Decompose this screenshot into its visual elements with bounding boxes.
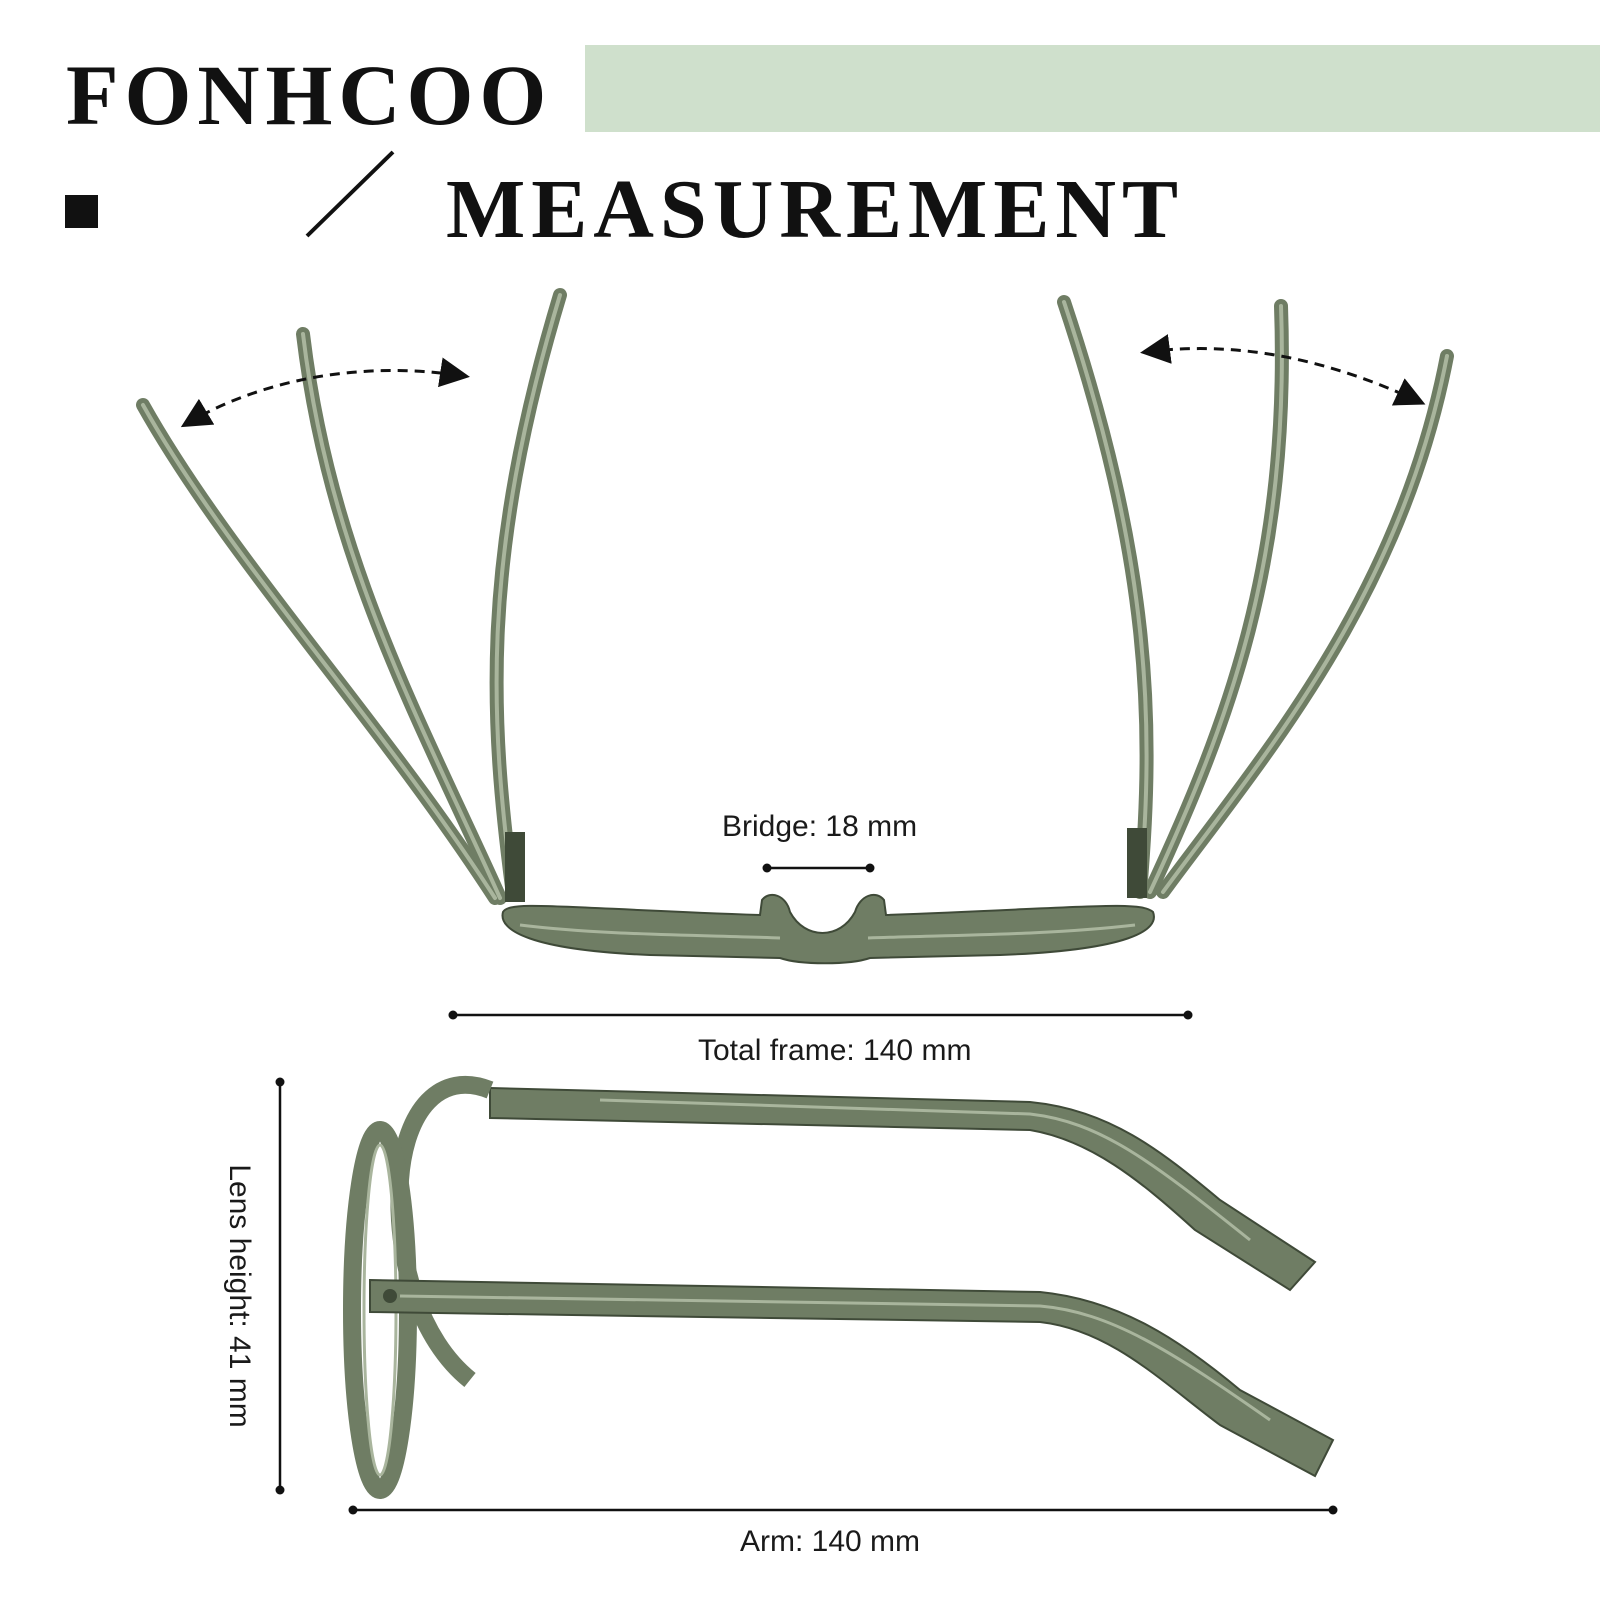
frame-front-top-view xyxy=(501,893,1155,965)
bridge-dimension-line xyxy=(762,863,875,873)
temples-top-view xyxy=(136,288,1454,905)
right-temple-open-wide xyxy=(1156,349,1454,899)
bridge-measurement-label: Bridge: 18 mm xyxy=(722,810,918,843)
total-frame-dimension-line xyxy=(448,1010,1193,1020)
rotation-arrow-left xyxy=(180,357,470,428)
lens-height-dimension-line xyxy=(275,1077,285,1495)
rotation-arrow-right xyxy=(1140,334,1426,406)
page-title: MEASUREMENT xyxy=(446,163,1185,256)
bullet-square-icon xyxy=(65,195,98,228)
arm-dimension-line xyxy=(348,1505,1338,1515)
right-temple-open-mid xyxy=(1143,299,1289,899)
lens-height-measurement-label: Lens height: 41 mm xyxy=(223,1164,256,1428)
left-temple-open-mid xyxy=(296,327,507,905)
total-frame-measurement-label: Total frame: 140 mm xyxy=(698,1034,972,1067)
arm-measurement-label: Arm: 140 mm xyxy=(740,1525,921,1558)
slash-divider-icon xyxy=(305,150,395,238)
temple-side-view-far xyxy=(489,1086,1317,1292)
brand-logo-text: FONHCOO xyxy=(66,47,553,143)
temple-side-view-near xyxy=(369,1278,1335,1478)
header-banner xyxy=(585,45,1600,132)
left-temple-open-wide xyxy=(136,398,502,905)
left-temple-straight xyxy=(489,288,567,902)
